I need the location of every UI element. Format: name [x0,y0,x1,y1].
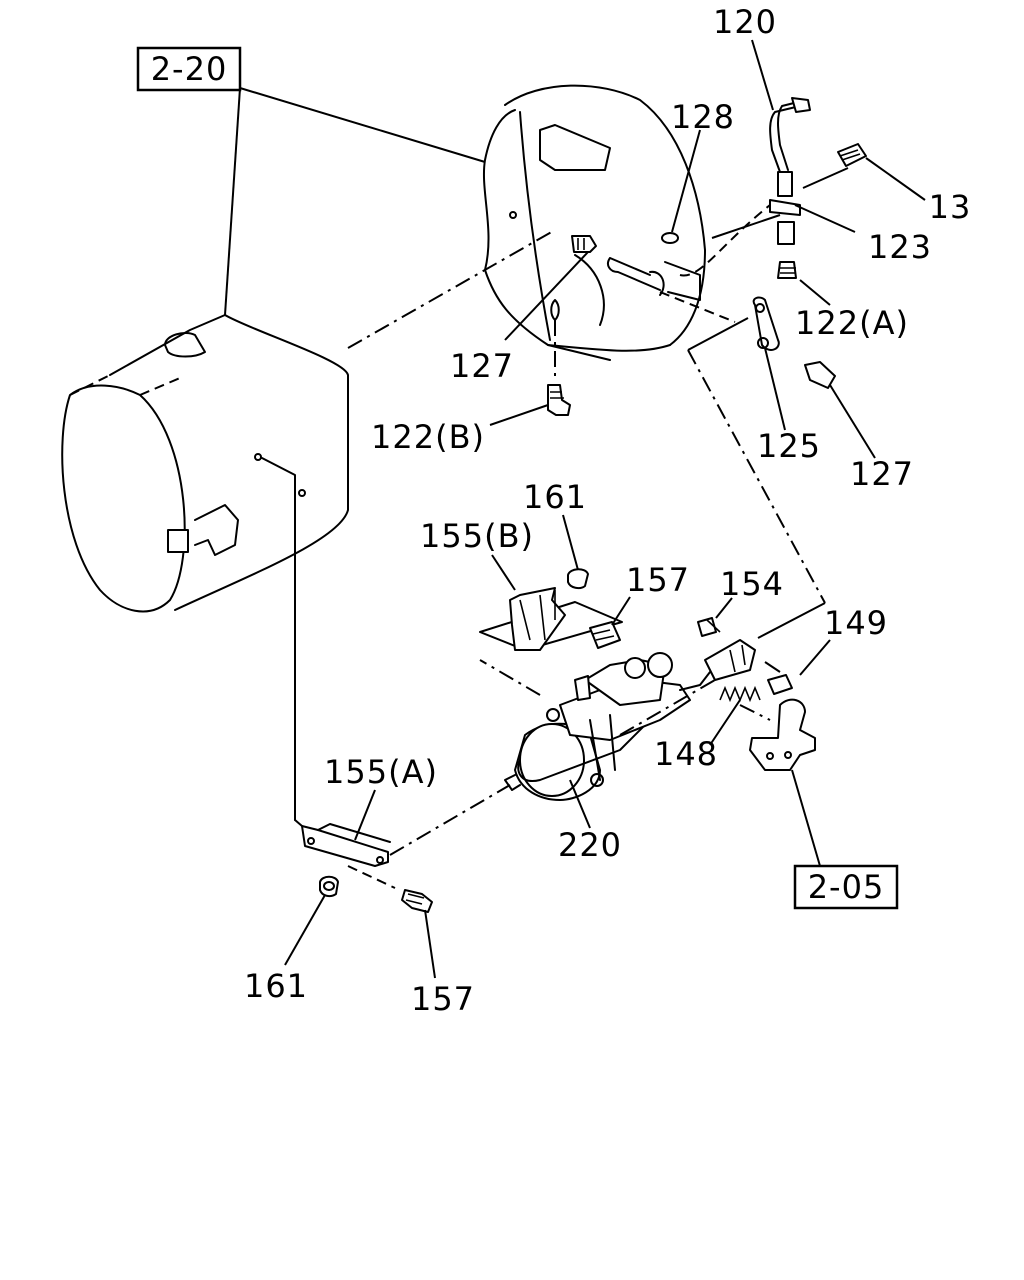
bolt-13 [837,143,867,167]
alignment-line-6 [687,349,826,604]
alignment-line-5 [739,704,771,721]
spring-148 [719,685,761,703]
callout-157-lower[interactable]: 157 [411,980,475,1018]
callout-161-lower[interactable]: 161 [244,967,308,1005]
bolt-157-lower [401,889,433,913]
section-ref-2-20-label: 2-20 [151,50,228,88]
callout-120[interactable]: 120 [713,3,777,41]
alignment-line-4 [619,679,716,736]
callout-125[interactable]: 125 [757,427,821,465]
section-ref-2-20[interactable]: 2-20 [136,46,242,92]
callout-220[interactable]: 220 [558,826,622,864]
leader-lever [687,317,749,351]
bracket-155b [479,587,623,651]
leader-clevis [757,602,826,639]
alignment-line-1 [347,229,556,349]
callout-128[interactable]: 128 [671,98,735,136]
callout-149[interactable]: 149 [824,604,888,642]
callout-13[interactable]: 13 [929,188,972,226]
callout-labels: 120 128 13 123 122(A) 127 122(B) 125 127… [244,3,972,1018]
section-ref-2-05[interactable]: 2-05 [793,864,899,910]
pedal-bracket [749,698,816,771]
callout-157-upper[interactable]: 157 [626,561,690,599]
callout-154[interactable]: 154 [720,565,784,603]
leader-clevis-2 [764,661,781,673]
nut-161-upper [567,568,589,590]
pipe-120 [769,97,811,279]
callout-155b[interactable]: 155(B) [420,517,534,555]
bolt-157-upper [589,621,621,649]
alignment-line-2 [479,659,541,696]
callout-127-right[interactable]: 127 [850,455,914,493]
clutch-booster-220 [504,652,711,801]
bushing-128 [661,232,679,244]
callout-148[interactable]: 148 [654,735,718,773]
callout-127-left[interactable]: 127 [450,347,514,385]
alignment-line-3 [389,784,511,856]
fitting-122b [547,384,571,416]
callout-leaders [284,39,926,979]
section-ref-2-05-label: 2-05 [808,868,885,906]
clevis-154 [697,617,756,681]
fitting-127-right [804,361,836,389]
callout-155a[interactable]: 155(A) [324,753,438,791]
air-tank [61,314,349,821]
alignment-line-7 [347,865,396,889]
callout-122b[interactable]: 122(B) [371,418,485,456]
callout-161-upper[interactable]: 161 [523,478,587,516]
callout-123[interactable]: 123 [868,228,932,266]
plate-149 [767,674,793,695]
nut-161-lower [319,875,339,898]
lever-125 [752,296,780,351]
callout-122a[interactable]: 122(A) [795,304,909,342]
bracket-155a [294,819,391,867]
leader-2-20 [224,87,486,316]
fitting-127-left [571,235,597,253]
